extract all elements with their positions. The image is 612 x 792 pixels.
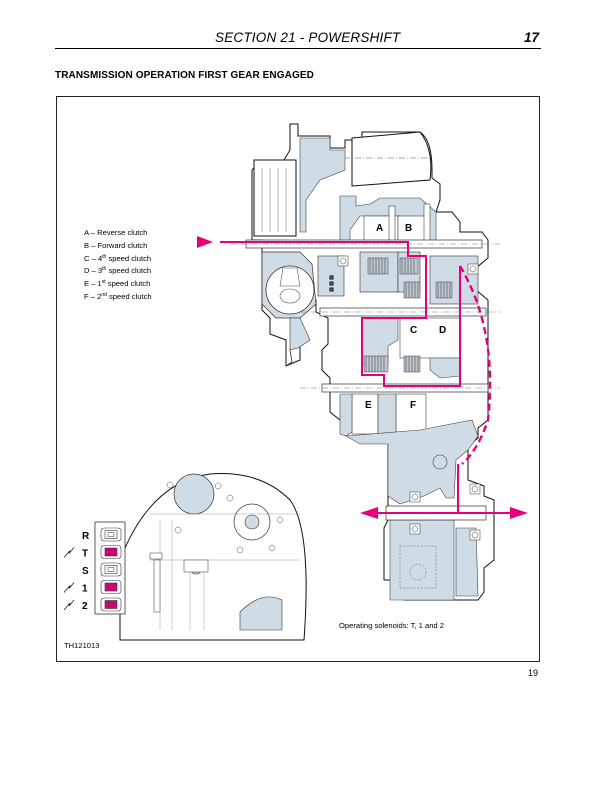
section-page-number: 17 [523, 30, 539, 45]
legend-letter: F [84, 291, 89, 301]
legend-ordinal: st [101, 279, 106, 286]
legend-text: Forward clutch [97, 240, 148, 250]
solenoid-list: RTS 1 2 [63, 527, 122, 612]
clutch-label-b: B [405, 223, 412, 234]
legend-dash: – [89, 266, 98, 276]
legend-letter: B [84, 240, 90, 250]
solenoid-label: 1 [82, 584, 88, 595]
legend-item: F – 2nd speed clutch [84, 291, 152, 304]
clutch-label-e: E [365, 400, 372, 411]
clutch-label-a: A [376, 223, 383, 234]
solenoid-1: 1 [63, 580, 122, 595]
legend-ordinal: nd [101, 291, 107, 298]
solenoid-r: R [82, 527, 122, 542]
legend-dash: – [89, 279, 98, 289]
legend-text: 2 [97, 291, 102, 301]
legend-item: B – Forward clutch [84, 240, 152, 253]
figure-frame [56, 96, 540, 662]
page-header: SECTION 21 - POWERSHIFT 17 [55, 28, 541, 49]
legend-suffix: speed clutch [106, 253, 152, 263]
solenoid-energized-indicator [104, 547, 118, 557]
legend-suffix: speed clutch [106, 291, 152, 301]
legend-item: E – 1st speed clutch [84, 278, 152, 291]
legend-letter: E [84, 279, 90, 289]
electric-signal-icon [63, 547, 75, 558]
footer-page-number: 19 [528, 668, 539, 678]
legend-dash: – [89, 240, 98, 250]
legend-text: Reverse clutch [97, 228, 148, 237]
solenoid-2: 2 [63, 597, 122, 612]
solenoid-label: T [82, 549, 88, 560]
legend-item: A – Reverse clutch [84, 227, 152, 240]
legend-dash: – [88, 228, 98, 237]
power-flow-path [197, 236, 528, 519]
valve-bore [173, 473, 215, 515]
clutch-label-c: C [410, 325, 417, 336]
legend-item: C – 4th speed clutch [84, 253, 152, 266]
input-arrow-icon [197, 236, 213, 248]
solenoid-idle-indicator [104, 530, 118, 539]
solenoid-valve-view [94, 473, 307, 641]
legend-ordinal: th [102, 266, 107, 273]
legend-letter: C [84, 253, 90, 263]
solenoid-t: T [63, 545, 122, 560]
solenoid-label: S [82, 566, 89, 577]
solenoid-label: R [82, 531, 90, 542]
solenoid-label: 2 [82, 601, 88, 612]
solenoid-s: S [82, 562, 122, 577]
electric-signal-icon [63, 582, 75, 593]
legend-item: D – 3th speed clutch [84, 265, 152, 278]
clutch-labels: A B C D E F [365, 223, 446, 411]
legend-text: 3 [97, 266, 103, 276]
electric-signal-icon [63, 599, 75, 611]
solenoid-idle-indicator [104, 565, 118, 574]
legend-dash: – [88, 291, 98, 301]
legend-suffix: speed clutch [105, 279, 151, 289]
figure-id: TH121013 [64, 641, 100, 650]
output-arrow-right-icon [510, 507, 528, 519]
legend-suffix: speed clutch [106, 266, 152, 276]
legend-text: 4 [97, 253, 103, 263]
clutch-label-d: D [439, 325, 446, 336]
section-heading: TRANSMISSION OPERATION FIRST GEAR ENGAGE… [55, 70, 314, 81]
solenoid-energized-indicator [104, 600, 118, 609]
legend-ordinal: th [102, 253, 107, 260]
legend-letter: A [84, 228, 89, 237]
legend-letter: D [84, 266, 90, 276]
operating-solenoids-note: Operating solenoids: T, 1 and 2 [339, 621, 444, 630]
solenoid-energized-indicator [104, 582, 118, 592]
clutch-label-f: F [410, 400, 416, 411]
section-title: SECTION 21 - POWERSHIFT [215, 30, 401, 45]
output-arrow-left-icon [360, 507, 378, 519]
legend-dash: – [89, 253, 98, 263]
legend-text: 1 [97, 279, 102, 289]
